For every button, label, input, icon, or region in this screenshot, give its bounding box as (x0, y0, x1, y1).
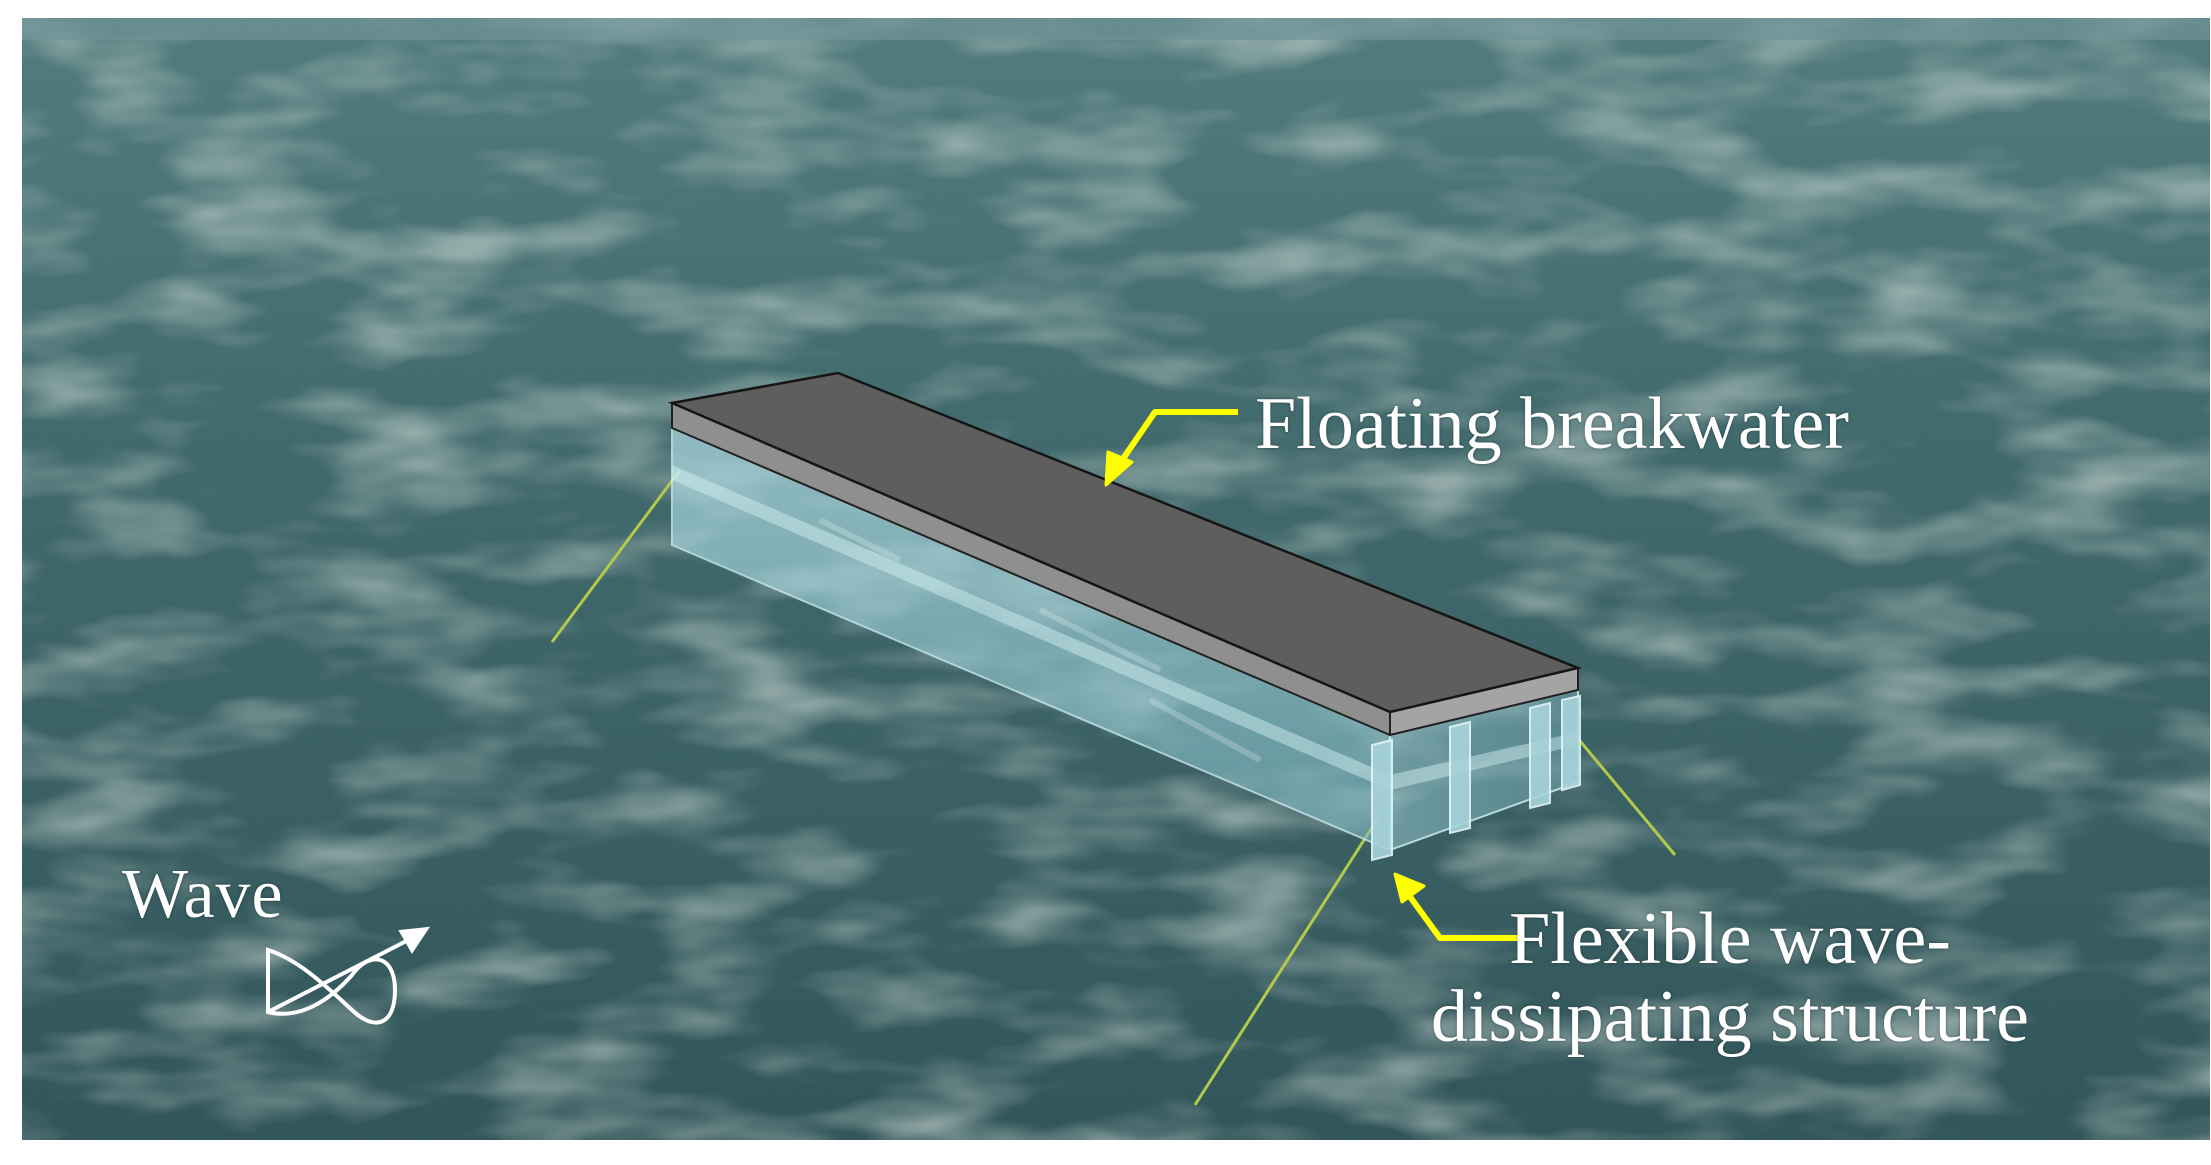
arrow-icon-floating (1115, 409, 1238, 468)
flexible-fins (1371, 694, 1581, 862)
arrow-icon-flexible-head (1393, 872, 1426, 904)
glass-streaks (818, 517, 1262, 763)
flexible-structure-label: Flexible wave- dissipating structure (1410, 900, 2050, 1057)
mooring-line-front-right (1573, 734, 1677, 856)
wave-direction-icon (266, 926, 431, 1025)
mooring-line-front-left (1193, 814, 1382, 1106)
flexible-structure-label-line1: Flexible wave- (1509, 898, 1951, 980)
wave-label: Wave (122, 856, 284, 933)
arrow-icon-flexible (1405, 892, 1522, 941)
floating-breakwater-label: Floating breakwater (1255, 383, 1849, 465)
breakwater-model (667, 371, 1583, 862)
flexible-structure-band (672, 465, 1390, 790)
mooring-lines (550, 469, 1677, 1106)
deck-top (667, 371, 1583, 714)
pointer-arrows (1104, 409, 1522, 941)
flexible-structure-label-line2: dissipating structure (1430, 976, 2030, 1059)
arrow-icon-floating-head (1104, 450, 1134, 487)
mooring-line-back-left (550, 469, 682, 643)
